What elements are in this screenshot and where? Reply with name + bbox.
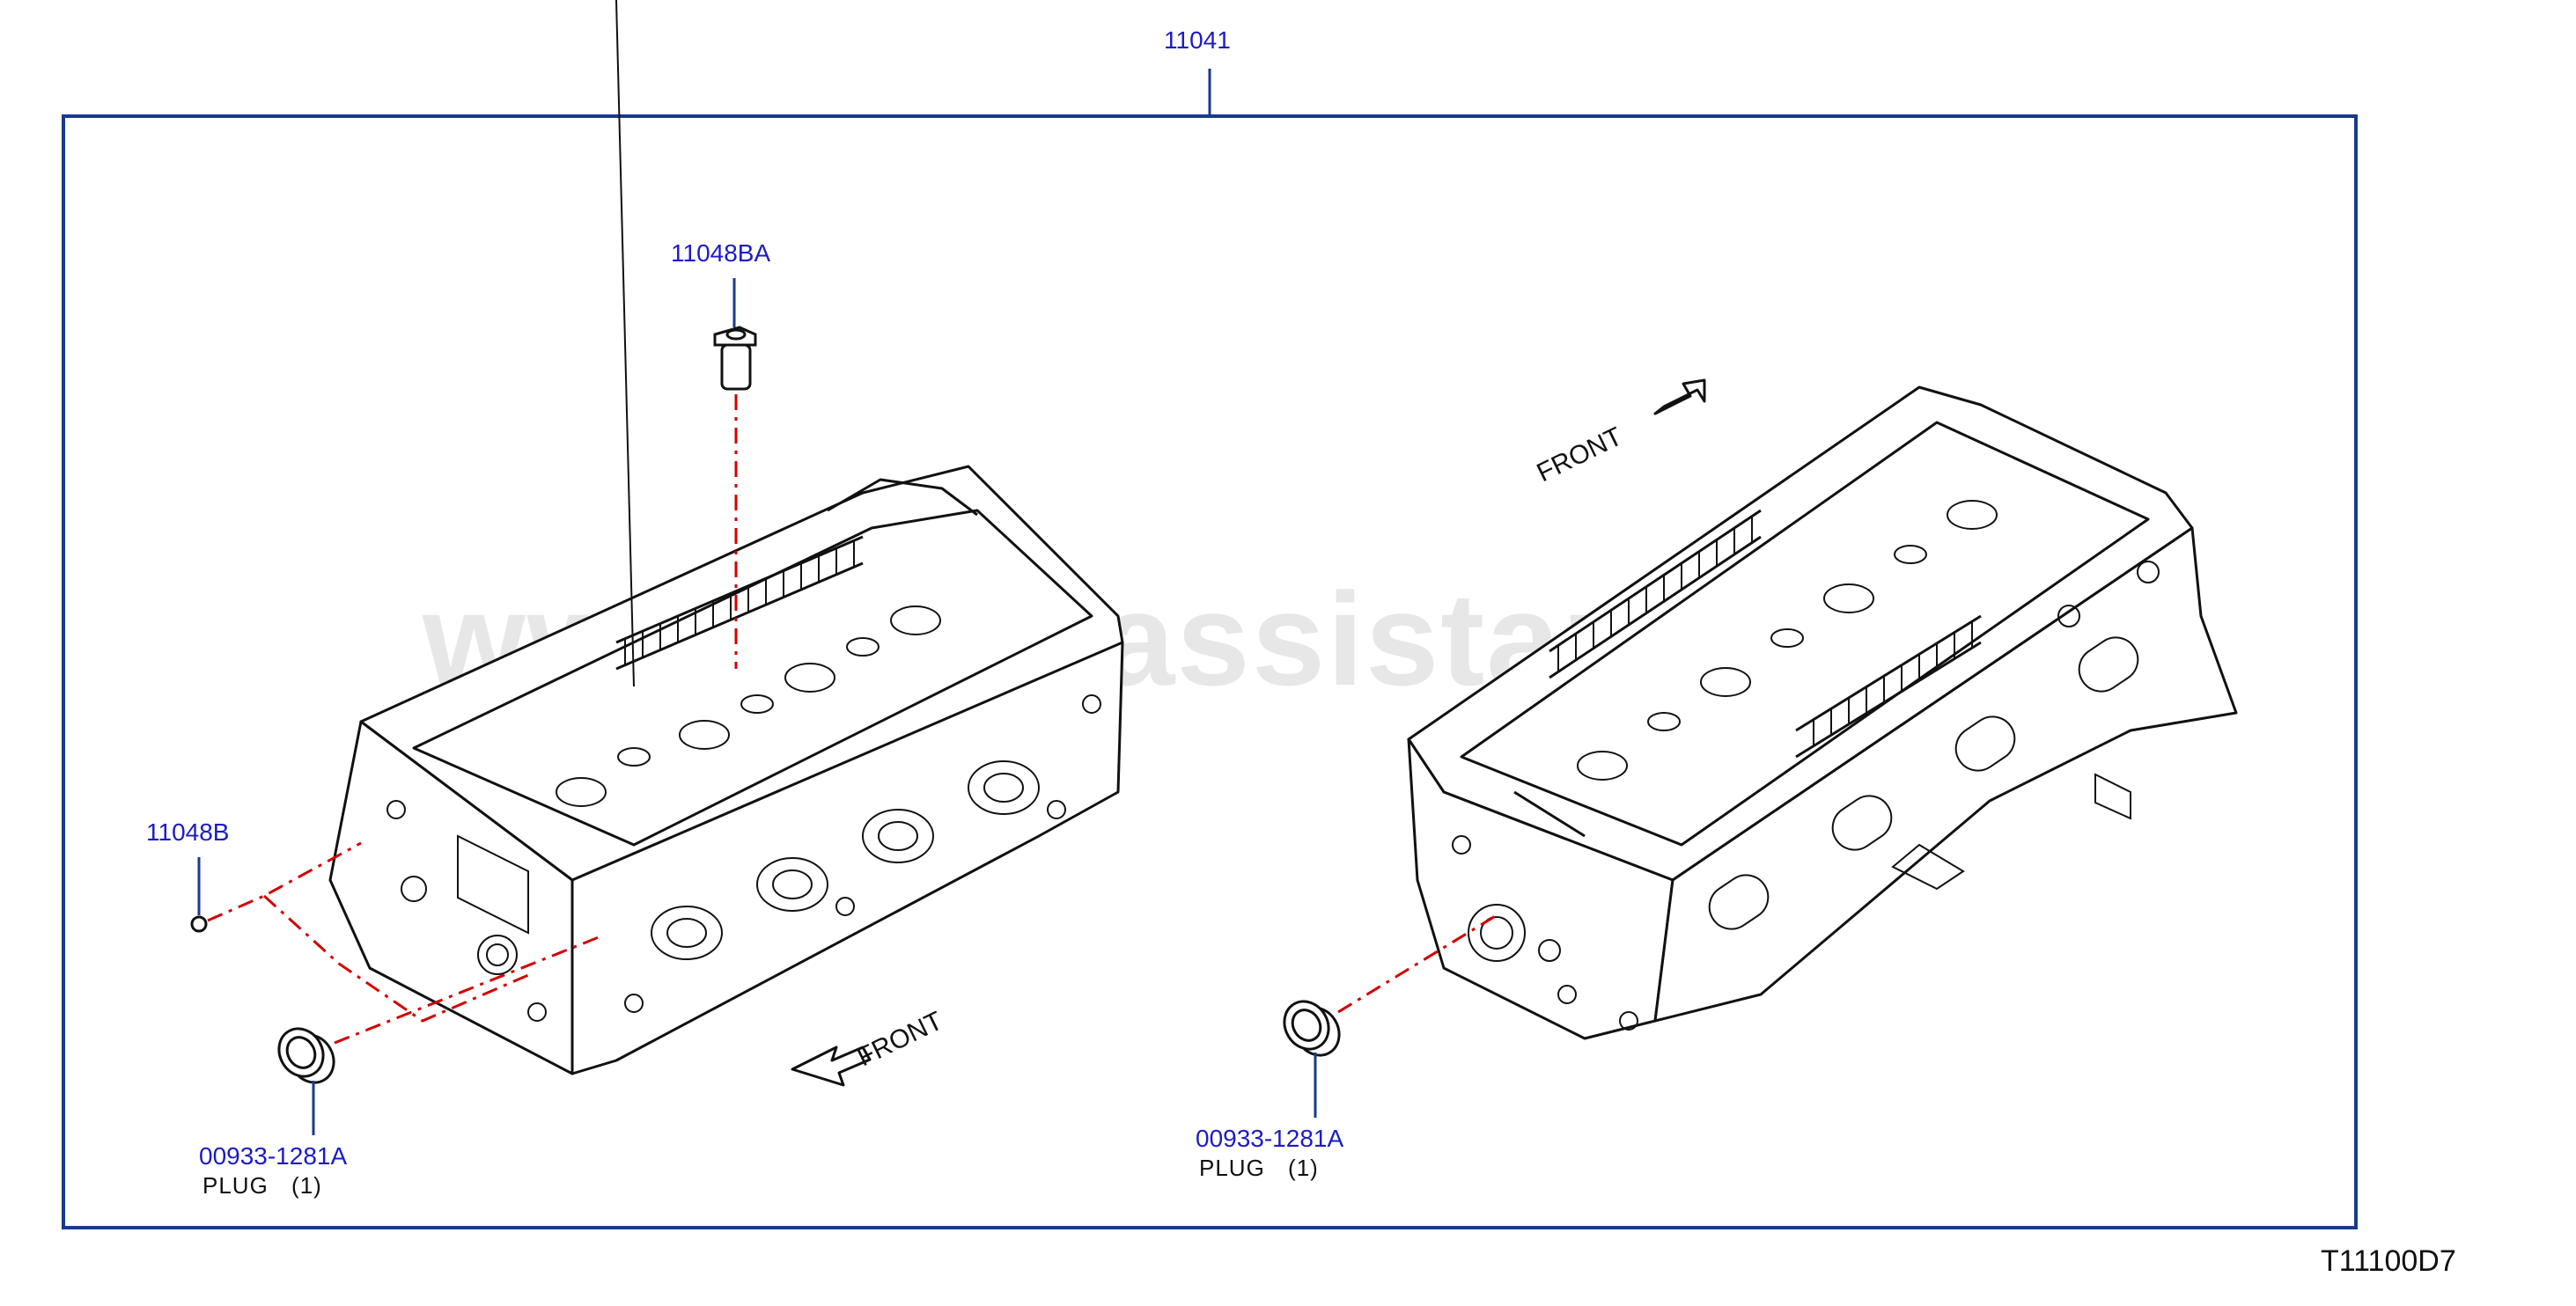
cylinder-head-left-details: [386, 535, 1101, 1022]
plug-right-qty: (1): [1288, 1155, 1319, 1181]
front-label-left: FRONT: [853, 1006, 947, 1072]
plug-left-name: PLUG: [202, 1172, 269, 1199]
cylinder-head-left: [328, 0, 1124, 1075]
dash-line-plug-right: [1337, 913, 1498, 1014]
plug-right-name: PLUG: [1199, 1155, 1265, 1181]
callout-plug-right-part[interactable]: 00933-1281A: [1196, 1125, 1344, 1152]
dash-line-plug-left: [334, 935, 600, 1045]
dash-line-11048b-branch: [262, 894, 529, 1023]
callout-11041[interactable]: 11041: [1164, 26, 1231, 54]
plug-left[interactable]: [270, 1021, 342, 1090]
plug-right-label: PLUG (1): [1199, 1155, 1319, 1182]
front-arrow-left: FRONT: [791, 1006, 947, 1087]
front-label-right: FRONT: [1533, 422, 1627, 488]
plug-right[interactable]: [1276, 994, 1348, 1063]
bolt-11048b[interactable]: [190, 915, 208, 933]
bolt-11048ba[interactable]: [713, 326, 757, 391]
callout-plug-left-part[interactable]: 00933-1281A: [199, 1142, 348, 1170]
cylinder-head-right-details: [1452, 500, 2160, 1031]
front-arrow-right: FRONT: [1533, 378, 1706, 488]
dash-line-11048b: [207, 841, 362, 922]
diagram-id: T11100D7: [2321, 1244, 2456, 1278]
callout-11048ba[interactable]: 11048BA: [671, 239, 771, 267]
plug-left-label: PLUG (1): [202, 1172, 322, 1200]
plug-left-qty: (1): [291, 1172, 322, 1199]
callout-11048b[interactable]: 11048B: [146, 818, 230, 846]
